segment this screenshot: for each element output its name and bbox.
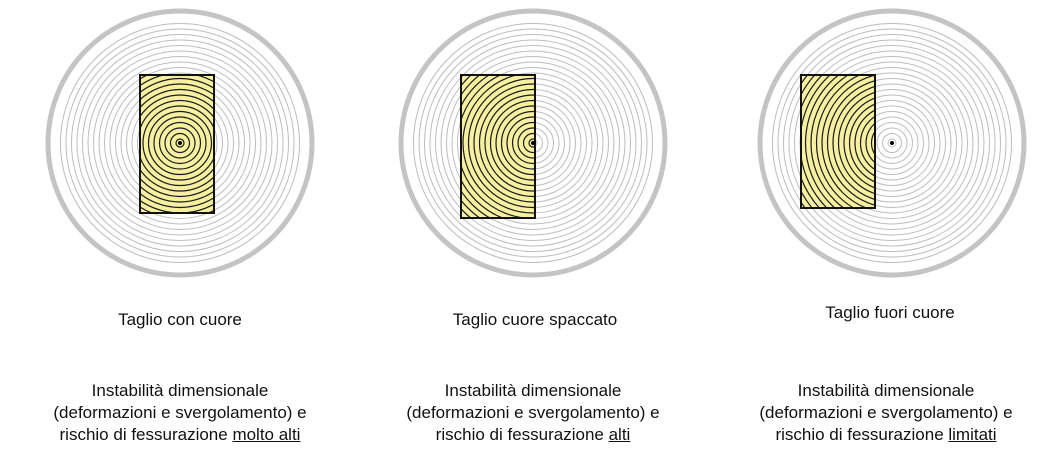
description-line-3-prefix: rischio di fessurazione: [59, 425, 233, 444]
description-line-3: rischio di fessurazione molto alti: [0, 424, 360, 446]
beam-outline: [460, 74, 536, 219]
growth-rings: [413, 23, 653, 263]
log-cross-section-center-cut: [45, 8, 315, 278]
pith: [531, 141, 535, 145]
pith: [890, 141, 894, 145]
description-line-3-prefix: rischio di fessurazione: [775, 425, 949, 444]
description-split-heart: Instabilità dimensionale (deformazioni e…: [353, 380, 713, 446]
description-line-2: (deformazioni e svergolamento) e: [759, 403, 1013, 422]
beam-grain-rings: [801, 75, 875, 208]
description-center-cut: Instabilità dimensionale (deformazioni e…: [0, 380, 360, 446]
pith: [178, 141, 182, 145]
log-cross-section-off-center: [757, 8, 1027, 278]
description-line-2: (deformazioni e svergolamento) e: [406, 403, 660, 422]
description-line-1: Instabilità dimensionale: [444, 381, 622, 400]
beam-grain-rings: [461, 75, 535, 218]
beam-grain-rings: [140, 75, 214, 213]
description-line-2: (deformazioni e svergolamento) e: [53, 403, 307, 422]
caption-center-cut: Taglio con cuore: [118, 310, 242, 329]
sawn-beam: [461, 75, 535, 218]
description-line-3-prefix: rischio di fessurazione: [435, 425, 609, 444]
beam-outline: [800, 74, 876, 209]
sawn-beam: [140, 75, 214, 213]
description-off-center: Instabilità dimensionale (deformazioni e…: [706, 380, 1063, 446]
risk-level-emphasis: molto alti: [232, 425, 301, 444]
description-line-3: rischio di fessurazione alti: [353, 424, 713, 446]
description-line-1: Instabilità dimensionale: [91, 381, 269, 400]
beam-outline: [139, 74, 215, 214]
description-line-1: Instabilità dimensionale: [797, 381, 975, 400]
risk-level-emphasis: limitati: [948, 425, 997, 444]
log-cross-section-split-heart: [398, 8, 668, 278]
description-line-3: rischio di fessurazione limitati: [706, 424, 1063, 446]
caption-off-center: Taglio fuori cuore: [825, 303, 955, 322]
risk-level-emphasis: alti: [608, 425, 631, 444]
caption-split-heart: Taglio cuore spaccato: [452, 310, 618, 329]
